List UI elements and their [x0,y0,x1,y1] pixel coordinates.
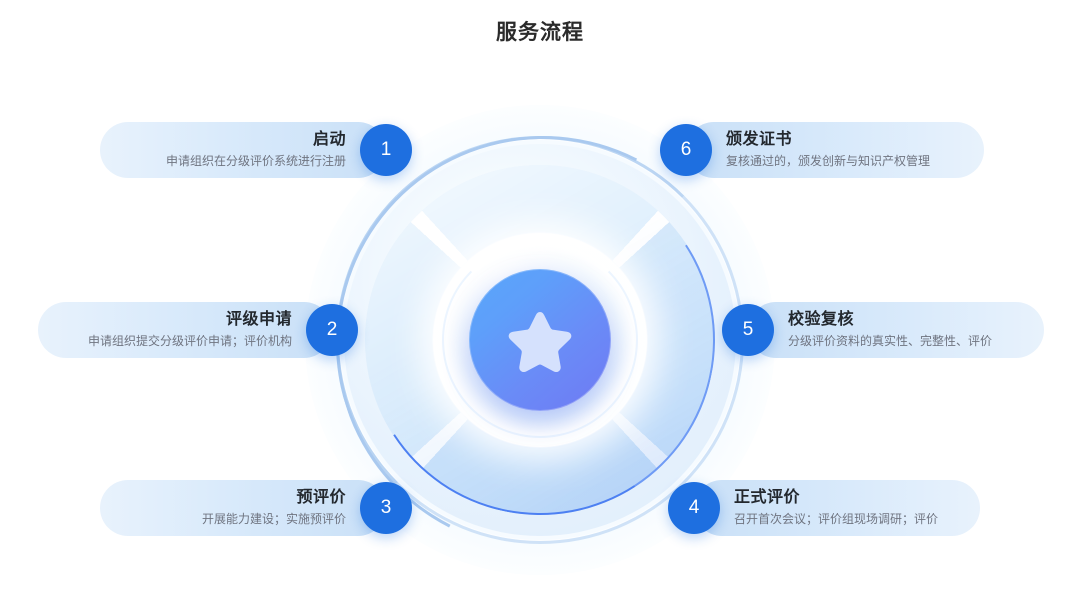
step-card-3[interactable]: 预评价 开展能力建设；实施预评价 3 [100,480,412,536]
page-title: 服务流程 [496,21,584,44]
step-card-5-text: 校验复核 分级评价资料的真实性、完整性、评价 [788,302,992,358]
step-card-2-background [38,302,332,358]
step-card-3-title: 预评价 [296,489,346,506]
step-card-1[interactable]: 启动 申请组织在分级评价系统进行注册 1 [100,122,412,178]
step-card-1-background [100,122,386,178]
step-card-3-text: 预评价 开展能力建设；实施预评价 [202,480,346,536]
step-card-2-title: 评级申请 [225,311,292,328]
step-card-5-background [748,302,1044,358]
inner-ring-edge [442,242,638,438]
step-card-6-background [686,122,984,178]
step-card-4-desc: 召开首次会议；评价组现场调研；评价 [734,512,939,526]
center-core [469,269,611,411]
step-card-4-background [694,480,980,536]
step-card-3-desc: 开展能力建设；实施预评价 [201,512,346,526]
step-card-4[interactable]: 正式评价 召开首次会议；评价组现场调研；评价 4 [668,480,980,536]
center-graphic [290,90,790,590]
step-badge-5[interactable]: 5 [722,304,774,356]
step-card-3-background [100,480,386,536]
step-card-2-desc: 申请组织提交分级评价申请；评价机构 [87,334,292,348]
step-badge-6[interactable]: 6 [660,124,712,176]
step-card-6-text: 颁发证书 复核通过的，颁发创新与知识产权管理 [726,122,930,178]
step-card-4-text: 正式评价 召开首次会议；评价组现场调研；评价 [734,480,938,536]
step-badge-4[interactable]: 4 [668,482,720,534]
step-card-2-text: 评级申请 申请组织提交分级评价申请；评价机构 [88,302,292,358]
step-card-5-desc: 分级评价资料的真实性、完整性、评价 [788,334,993,348]
step-card-1-text: 启动 申请组织在分级评价系统进行注册 [166,122,346,178]
star-icon [505,306,575,374]
step-card-6[interactable]: 颁发证书 复核通过的，颁发创新与知识产权管理 6 [660,122,984,178]
step-card-5-title: 校验复核 [788,311,855,328]
step-card-6-desc: 复核通过的，颁发创新与知识产权管理 [726,154,931,168]
step-card-6-title: 颁发证书 [726,131,793,148]
step-card-1-title: 启动 [312,131,346,148]
step-badge-1[interactable]: 1 [360,124,412,176]
step-card-1-desc: 申请组织在分级评价系统进行注册 [165,154,346,168]
step-badge-3[interactable]: 3 [360,482,412,534]
step-card-5[interactable]: 校验复核 分级评价资料的真实性、完整性、评价 5 [722,302,1044,358]
step-badge-2[interactable]: 2 [306,304,358,356]
step-card-4-title: 正式评价 [734,489,801,506]
step-card-2[interactable]: 评级申请 申请组织提交分级评价申请；评价机构 2 [38,302,358,358]
